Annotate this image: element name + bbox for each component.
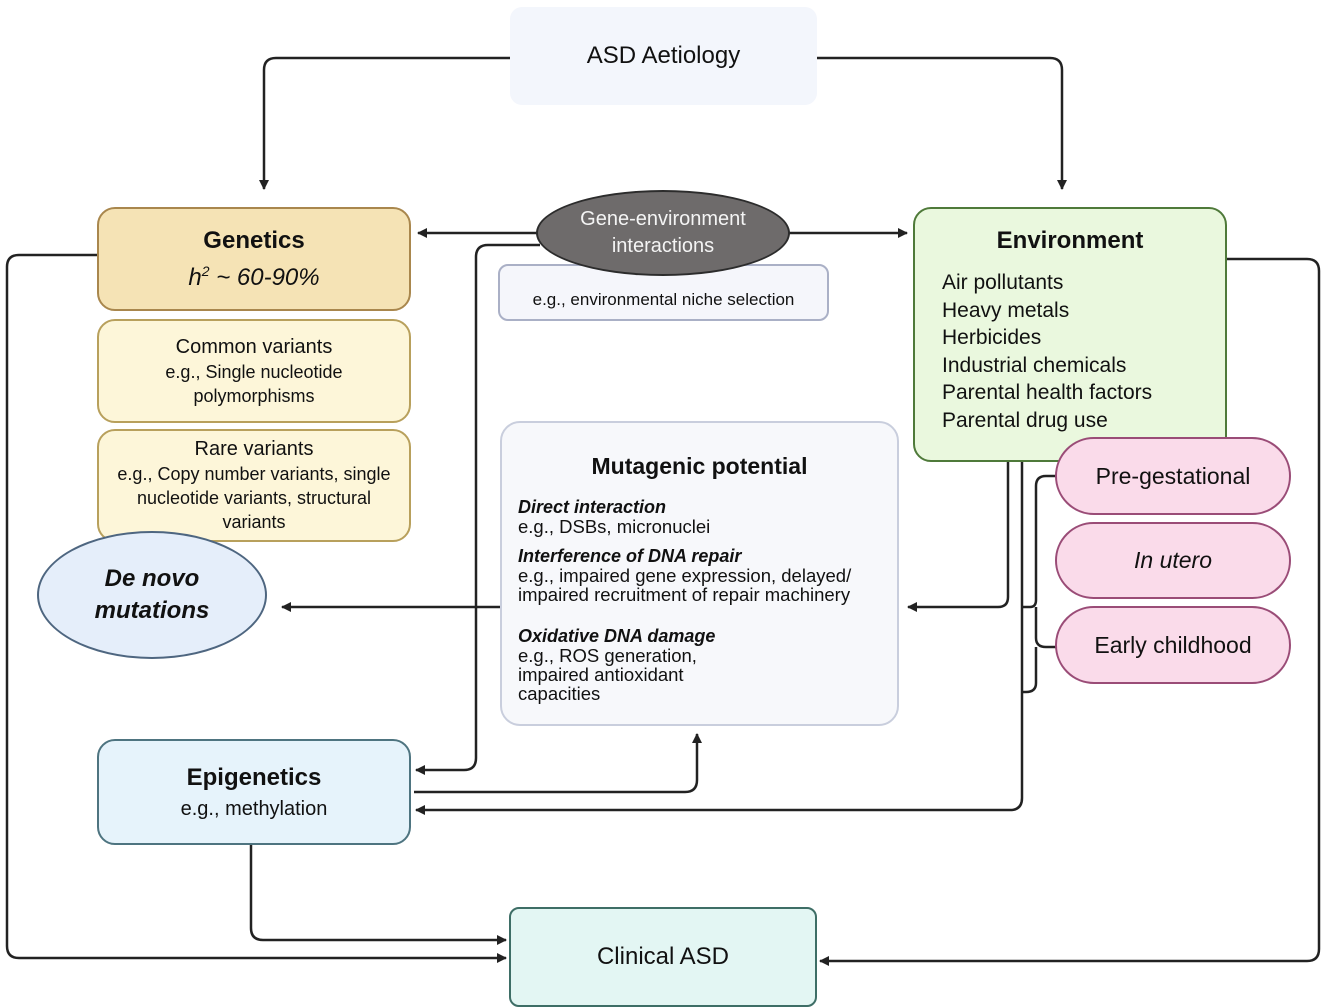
arrow-environment-to-clinical — [819, 257, 1321, 966]
environment-item: Parental drug use — [942, 408, 1108, 432]
arrow-gxe-to-epigenetics — [415, 243, 540, 775]
timing-pre-gestational: Pre-gestational — [1055, 437, 1291, 515]
de-novo-mutations-node: De novo mutations — [37, 531, 267, 659]
timing-in-utero: In utero — [1055, 522, 1291, 599]
arrow-aetiology-to-genetics — [259, 56, 510, 190]
clinical-asd-label: Clinical ASD — [596, 943, 730, 970]
environment-node: Environment Air pollutants Heavy metals … — [913, 207, 1227, 462]
gxe-line1: Gene-environment — [580, 208, 746, 230]
environment-item: Heavy metals — [942, 298, 1070, 322]
line-timing-to-mutagenic — [1022, 474, 1056, 609]
rare-variants-desc: e.g., Copy number variants, single nucle… — [117, 464, 391, 532]
environment-title: Environment — [996, 227, 1144, 254]
line-early-childhood-bracket — [1034, 607, 1056, 649]
arrow-epigenetics-to-clinical — [249, 845, 507, 945]
common-variants-node: Common variants e.g., Single nucleotide … — [97, 319, 411, 423]
environment-item: Herbicides — [942, 326, 1042, 350]
mutagenic-desc: e.g., ROS generation, impaired antioxida… — [518, 645, 697, 704]
common-variants-title: Common variants — [175, 335, 333, 358]
rare-variants-title: Rare variants — [194, 438, 314, 460]
heritability-label: h2 ~ 60-90% — [188, 262, 320, 291]
arrow-environment-to-epigenetics — [415, 462, 1024, 815]
arrow-aetiology-to-environment — [817, 56, 1067, 190]
gxe-example-text: e.g., environmental niche selection — [532, 289, 795, 309]
epigenetics-node: Epigenetics e.g., methylation — [97, 739, 411, 845]
timing-early-childhood: Early childhood — [1055, 606, 1291, 684]
asd-aetiology-node: ASD Aetiology — [510, 7, 817, 105]
epigenetics-title: Epigenetics — [186, 763, 322, 791]
arrow-genetics-to-clinical — [5, 253, 507, 963]
environment-item: Industrial chemicals — [942, 353, 1127, 377]
de-novo-line2: mutations — [94, 597, 210, 624]
mutagenic-desc: e.g., DSBs, micronuclei — [518, 516, 711, 537]
gxe-line2: interactions — [611, 235, 715, 257]
environment-item: Parental health factors — [942, 381, 1153, 405]
rare-variants-node: Rare variants e.g., Copy number variants… — [97, 429, 411, 542]
mutagenic-heading: Direct interaction — [518, 497, 667, 517]
epigenetics-desc: e.g., methylation — [180, 797, 328, 820]
mutagenic-heading: Oxidative DNA damage — [518, 626, 716, 646]
common-variants-desc: e.g., Single nucleotide polymorphisms — [165, 361, 343, 406]
genetics-node: Genetics h2 ~ 60-90% — [97, 207, 411, 311]
mutagenic-desc: e.g., impaired gene expression, delayed/… — [518, 565, 852, 605]
asd-aetiology-label: ASD Aetiology — [586, 42, 741, 69]
environment-item: Air pollutants — [942, 271, 1064, 294]
arrow-epigenetics-to-mutagenic — [414, 733, 702, 794]
timing-label: Early childhood — [1094, 631, 1252, 658]
mutagenic-heading: Interference of DNA repair — [518, 546, 742, 566]
timing-label: In utero — [1134, 547, 1212, 573]
mutagenic-title: Mutagenic potential — [591, 453, 808, 479]
clinical-asd-node: Clinical ASD — [509, 907, 817, 1007]
timing-label: Pre-gestational — [1095, 462, 1251, 489]
arrow-environment-to-mutagenic — [907, 462, 1010, 612]
line-bracket-tail — [1022, 647, 1038, 694]
genetics-title: Genetics — [203, 226, 305, 254]
mutagenic-potential-node: Mutagenic potential Direct interaction e… — [500, 421, 899, 726]
gene-environment-node: Gene-environment interactions — [536, 190, 790, 276]
de-novo-line1: De novo — [104, 565, 200, 592]
